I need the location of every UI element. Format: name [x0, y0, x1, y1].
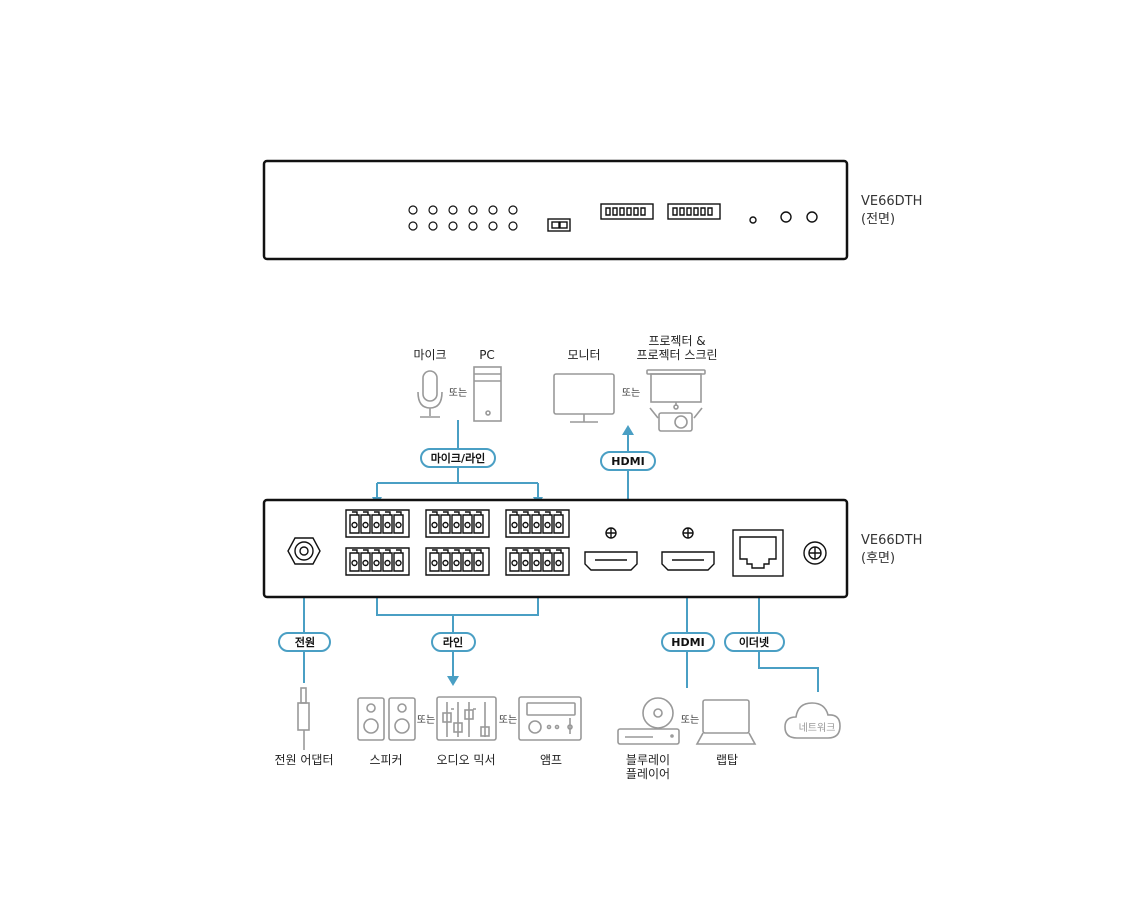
- front-switch: [547, 218, 571, 232]
- bluray-label-2: 플레이어: [626, 767, 670, 781]
- mic-line-pill: 마이크/라인: [420, 448, 496, 468]
- projector-label-2: 프로젝터 스크린: [636, 348, 717, 362]
- terminal-block: [425, 547, 490, 576]
- terminal-block: [505, 509, 570, 538]
- screw-icon: [605, 527, 617, 539]
- laptop-icon: [695, 699, 757, 745]
- or-label: 또는: [681, 714, 699, 726]
- hdmi-out-pill: HDMI: [600, 451, 656, 471]
- speaker-label: 스피커: [369, 753, 402, 767]
- mixer-label: 오디오 믹서: [436, 753, 495, 767]
- bluray-player-icon: [617, 697, 680, 745]
- front-button-1: [780, 211, 792, 223]
- terminal-block: [345, 547, 410, 576]
- ethernet-pill: 이더넷: [724, 632, 785, 652]
- power-pill: 전원: [278, 632, 331, 652]
- rear-panel: VE66DTH (후면): [262, 498, 922, 599]
- power-adapter-label: 전원 어댑터: [274, 753, 333, 767]
- power-jack-icon: [287, 537, 321, 565]
- amp-label: 앰프: [540, 753, 562, 767]
- dip-switch-1: [600, 203, 654, 220]
- front-indicator: [749, 216, 757, 224]
- or-label: 또는: [499, 714, 517, 726]
- audio-mixer-icon: [436, 696, 497, 741]
- power-adapter-icon: [297, 687, 310, 750]
- or-label: 또는: [417, 714, 435, 726]
- hdmi-port-out: [584, 551, 638, 571]
- rear-side-label: (후면): [861, 551, 895, 566]
- screw-icon: [682, 527, 694, 539]
- network-label: 네트워크: [799, 721, 836, 734]
- front-model: VE66DTH: [861, 194, 922, 209]
- or-label: 또는: [622, 387, 640, 399]
- cloud-icon: [784, 702, 841, 739]
- ethernet-port: [732, 529, 784, 577]
- front-button-2: [806, 211, 818, 223]
- hdmi-port-in: [661, 551, 715, 571]
- ground-screw-icon: [803, 541, 827, 565]
- projector-screen-icon: [646, 369, 706, 432]
- front-panel: VE66DTH (전면): [262, 159, 922, 261]
- terminal-block: [425, 509, 490, 538]
- dip-switch-2: [667, 203, 721, 220]
- svg-text:HDMI: HDMI: [611, 455, 644, 468]
- svg-text:마이크/라인: 마이크/라인: [431, 451, 486, 465]
- pc-label: PC: [479, 348, 495, 362]
- rear-model: VE66DTH: [861, 533, 922, 548]
- svg-text:HDMI: HDMI: [671, 636, 704, 649]
- svg-text:이더넷: 이더넷: [739, 635, 769, 649]
- svg-text:라인: 라인: [443, 635, 463, 649]
- front-side-label: (전면): [861, 212, 895, 227]
- laptop-label: 랩탑: [716, 753, 738, 767]
- bluray-label-1: 블루레이: [626, 753, 670, 767]
- amplifier-icon: [518, 696, 582, 741]
- hdmi-in-pill: HDMI: [661, 632, 715, 652]
- terminal-block: [345, 509, 410, 538]
- svg-text:전원: 전원: [295, 635, 315, 649]
- front-leds: [408, 205, 518, 231]
- mic-label: 마이크: [413, 348, 446, 362]
- terminal-block: [505, 547, 570, 576]
- line-pill: 라인: [431, 632, 476, 652]
- pc-icon: [473, 366, 502, 422]
- terminal-blocks: [345, 509, 570, 576]
- speaker-icon: [357, 697, 416, 741]
- monitor-icon: [553, 373, 615, 423]
- or-label: 또는: [449, 387, 467, 399]
- monitor-label: 모니터: [567, 348, 600, 362]
- projector-label-1: 프로젝터 &: [648, 334, 705, 348]
- microphone-icon: [417, 370, 443, 418]
